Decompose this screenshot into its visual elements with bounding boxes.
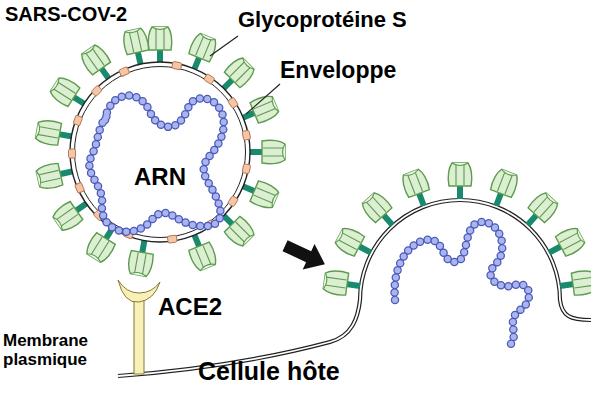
rna-released <box>395 222 529 345</box>
process-arrow <box>279 233 331 277</box>
viral-rna <box>89 96 223 232</box>
part-label: ACE2 <box>158 294 222 320</box>
fused-spikes <box>323 163 591 298</box>
part-label: Membrane plasmique <box>3 332 103 369</box>
membrane-proteins <box>68 61 250 243</box>
part-label: ARN <box>134 164 186 190</box>
leader-line <box>246 84 280 114</box>
virus-spikes <box>35 27 285 277</box>
ace2-receptor <box>118 280 160 374</box>
viral-envelope <box>70 62 250 242</box>
part-label: Cellule hôte <box>198 358 340 386</box>
leader-line <box>210 36 238 56</box>
part-label: Enveloppe <box>280 58 396 83</box>
part-label: Glycoprotéine S <box>238 8 407 32</box>
virus-title: SARS-COV-2 <box>5 3 127 25</box>
